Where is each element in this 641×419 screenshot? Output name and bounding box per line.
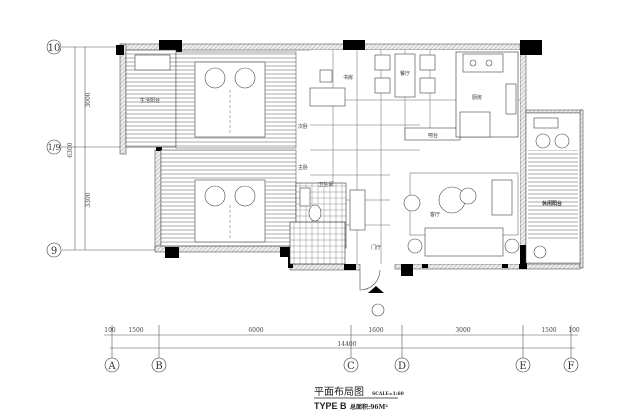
room-label-dining: 餐厅 [400,70,410,77]
dim-label: 3000 [455,327,470,334]
dim-label: 1500 [541,327,556,334]
dim-label: 100 [568,327,580,334]
dim-label: 3300 [85,192,92,207]
dim-label: 100 [104,327,116,334]
column-axes: 100 1500 6000 1600 3000 1500 100 14400 A… [104,325,580,373]
axis-marker-d: D [394,357,410,373]
axis-label: D [398,361,406,372]
dim-label: 1500 [128,327,143,334]
axis-label: B [155,361,162,372]
leisure-balcony: 休闲阳台 [525,112,581,264]
room-label-foyer: 门厅 [371,244,381,251]
axis-marker-f: F [563,357,579,373]
axis-marker-9: 9 [46,242,62,258]
axis-label: 1/9 [48,143,61,152]
row-axes: 10 1/9 9 3000 6300 3300 [46,39,180,258]
plan-scale: SCALE=1:60 [372,391,404,397]
dim-label: 3000 [85,92,92,107]
dim-label: 6000 [248,327,263,334]
axis-label: 10 [48,43,61,54]
room-label-leisure-balcony: 休闲阳台 [541,200,562,207]
room-label-second-bedroom: 次卧 [298,123,308,130]
person-icon [371,303,385,317]
bathroom: 卫生间 [289,181,347,265]
bedrooms: 次卧 主卧 [160,51,308,247]
axis-label: 9 [51,246,57,257]
room-label-bathroom: 卫生间 [318,181,333,188]
axis-label: C [347,361,355,372]
title-block: 平面布局图 SCALE=1:60 TYPE B 总面积:96M² [314,386,404,411]
axis-label: F [568,361,575,372]
axis-marker-e: E [515,357,531,373]
axis-marker-a: A [104,357,120,373]
axis-marker-c: C [343,357,359,373]
total-area: 总面积:96M² [350,403,388,411]
axis-marker-10: 10 [46,39,62,55]
room-label-living: 客厅 [430,211,440,218]
room-label-study: 书房 [343,74,353,81]
plan-title: 平面布局图 [314,386,364,398]
total-dim-label: 14400 [337,341,356,348]
room-label-master-bedroom: 主卧 [298,164,308,171]
kitchen: 厨房 [455,51,519,138]
axis-label: A [107,361,116,372]
room-label-kitchen: 厨房 [472,94,482,101]
room-label-bar: 吧台 [428,132,438,139]
type-label: TYPE B [314,401,347,411]
dim-label: 6300 [67,142,74,157]
axis-marker-1-9: 1/9 [46,139,62,155]
utility-balcony: 生活阳台 [125,49,177,148]
axis-marker-b: B [151,357,167,373]
room-label-utility-balcony: 生活阳台 [140,97,160,104]
axis-label: E [519,361,526,372]
dim-label: 1600 [368,327,383,334]
entrance-arrow-icon [368,286,384,293]
